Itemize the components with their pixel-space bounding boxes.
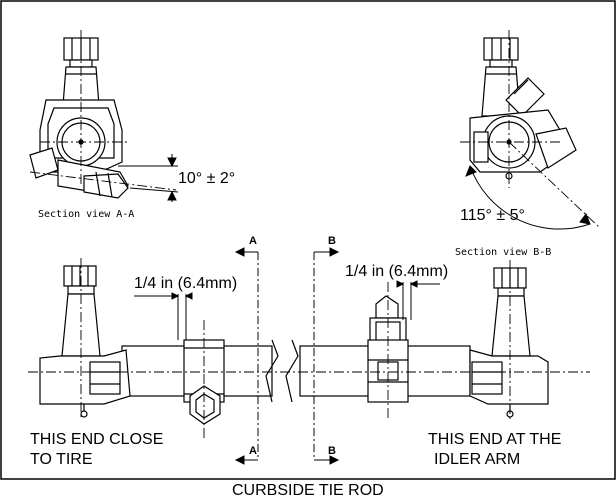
section-a-label: Section view A-A <box>38 209 135 220</box>
gap-dimension-right <box>396 280 440 320</box>
angle-b-label: 115° ± 5° <box>460 207 525 224</box>
section-b-label: Section view B-B <box>455 247 552 258</box>
gap-dimension-left <box>134 292 193 340</box>
tie-rod-tube <box>121 345 471 397</box>
left-end-note-line1: THIS END CLOSE <box>30 431 164 448</box>
section-a-centerlines <box>29 30 177 191</box>
gap-left-label: 1/4 in (6.4mm) <box>134 275 238 292</box>
left-end-note-line2: TO TIRE <box>30 451 93 468</box>
right-end-note-line2: IDLER ARM <box>434 451 521 468</box>
diagram-caption: CURBSIDE TIE ROD <box>232 482 384 499</box>
cut-a-bottom-label: A <box>249 445 257 457</box>
main-centerlines <box>28 258 590 440</box>
diagram-border <box>0 0 616 480</box>
cut-b-top-label: B <box>328 235 336 247</box>
gap-right-label: 1/4 in (6.4mm) <box>345 263 449 280</box>
cut-a-top-label: A <box>249 235 257 247</box>
right-tie-rod-end <box>469 267 549 418</box>
break-lines <box>265 339 299 403</box>
section-b-angle-arc <box>465 165 591 230</box>
right-end-note-line1: THIS END AT THE <box>428 431 562 448</box>
angle-a-label: 10° ± 2° <box>178 170 236 187</box>
section-b-drawing <box>469 37 577 180</box>
section-a-dimension <box>118 154 179 202</box>
section-cut-arrows <box>234 247 340 465</box>
left-tie-rod-end <box>39 265 131 418</box>
cut-b-bottom-label: B <box>328 445 336 457</box>
section-b-centerlines <box>460 30 601 229</box>
